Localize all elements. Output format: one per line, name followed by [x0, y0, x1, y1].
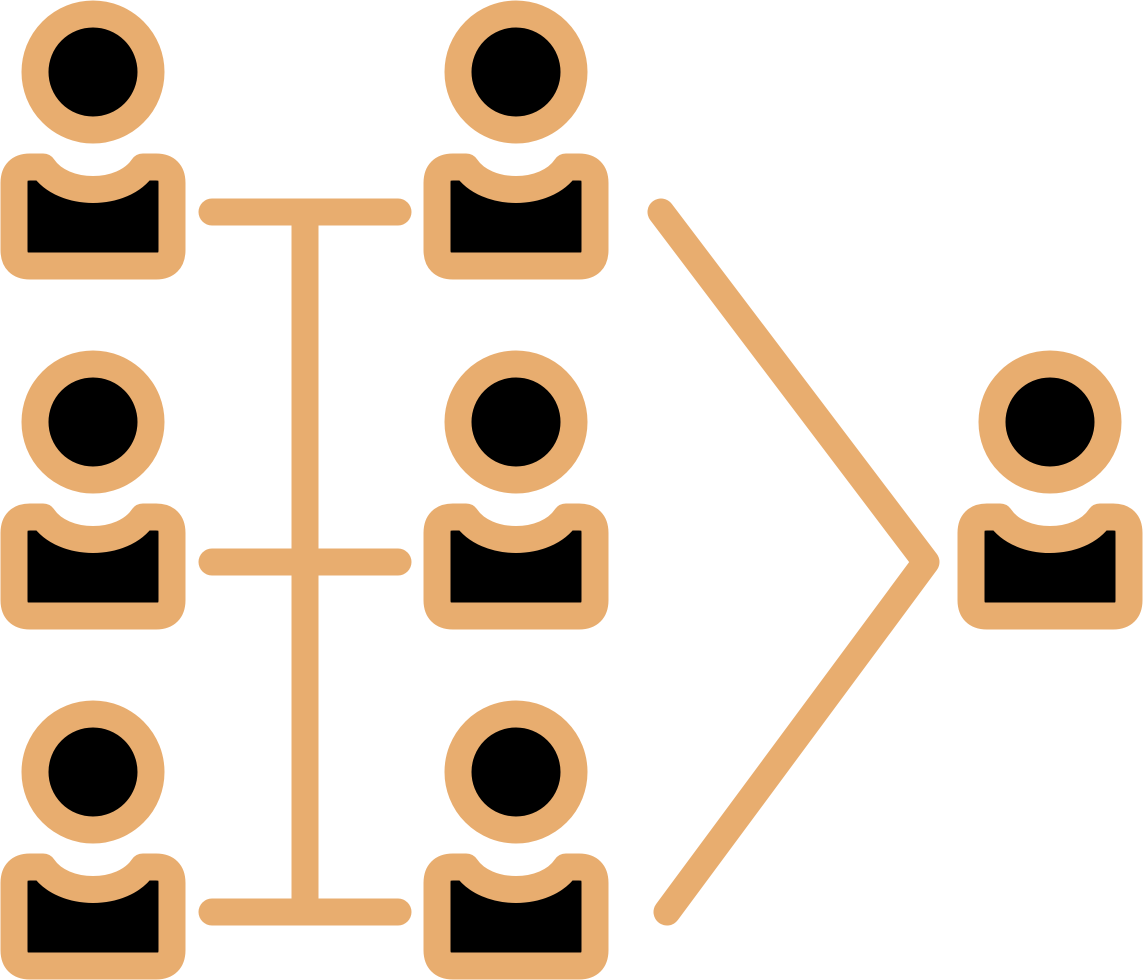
chevron-line: [647, 198, 940, 926]
person-body: [0, 153, 186, 280]
person-head: [21, 350, 165, 494]
person-head: [444, 700, 588, 844]
person-body: [423, 853, 609, 980]
person-body: [0, 853, 186, 980]
person-head: [444, 350, 588, 494]
person-head: [21, 700, 165, 844]
person-body: [0, 503, 186, 630]
bracket-connector-icon: [198, 198, 412, 926]
person-center-top-icon: [423, 0, 609, 280]
person-head: [444, 0, 588, 144]
person-left-middle-icon: [0, 350, 186, 630]
person-center-bottom-icon: [423, 700, 609, 980]
person-body: [957, 503, 1143, 630]
person-head: [21, 0, 165, 144]
person-left-top-icon: [0, 0, 186, 280]
person-body: [423, 503, 609, 630]
person-left-bottom-icon: [0, 700, 186, 980]
arrow-chevron-icon: [647, 198, 940, 926]
person-center-middle-icon: [423, 350, 609, 630]
person-head: [978, 350, 1122, 494]
person-selected-icon: [957, 350, 1143, 630]
connectors: [198, 198, 940, 926]
person-body: [423, 153, 609, 280]
